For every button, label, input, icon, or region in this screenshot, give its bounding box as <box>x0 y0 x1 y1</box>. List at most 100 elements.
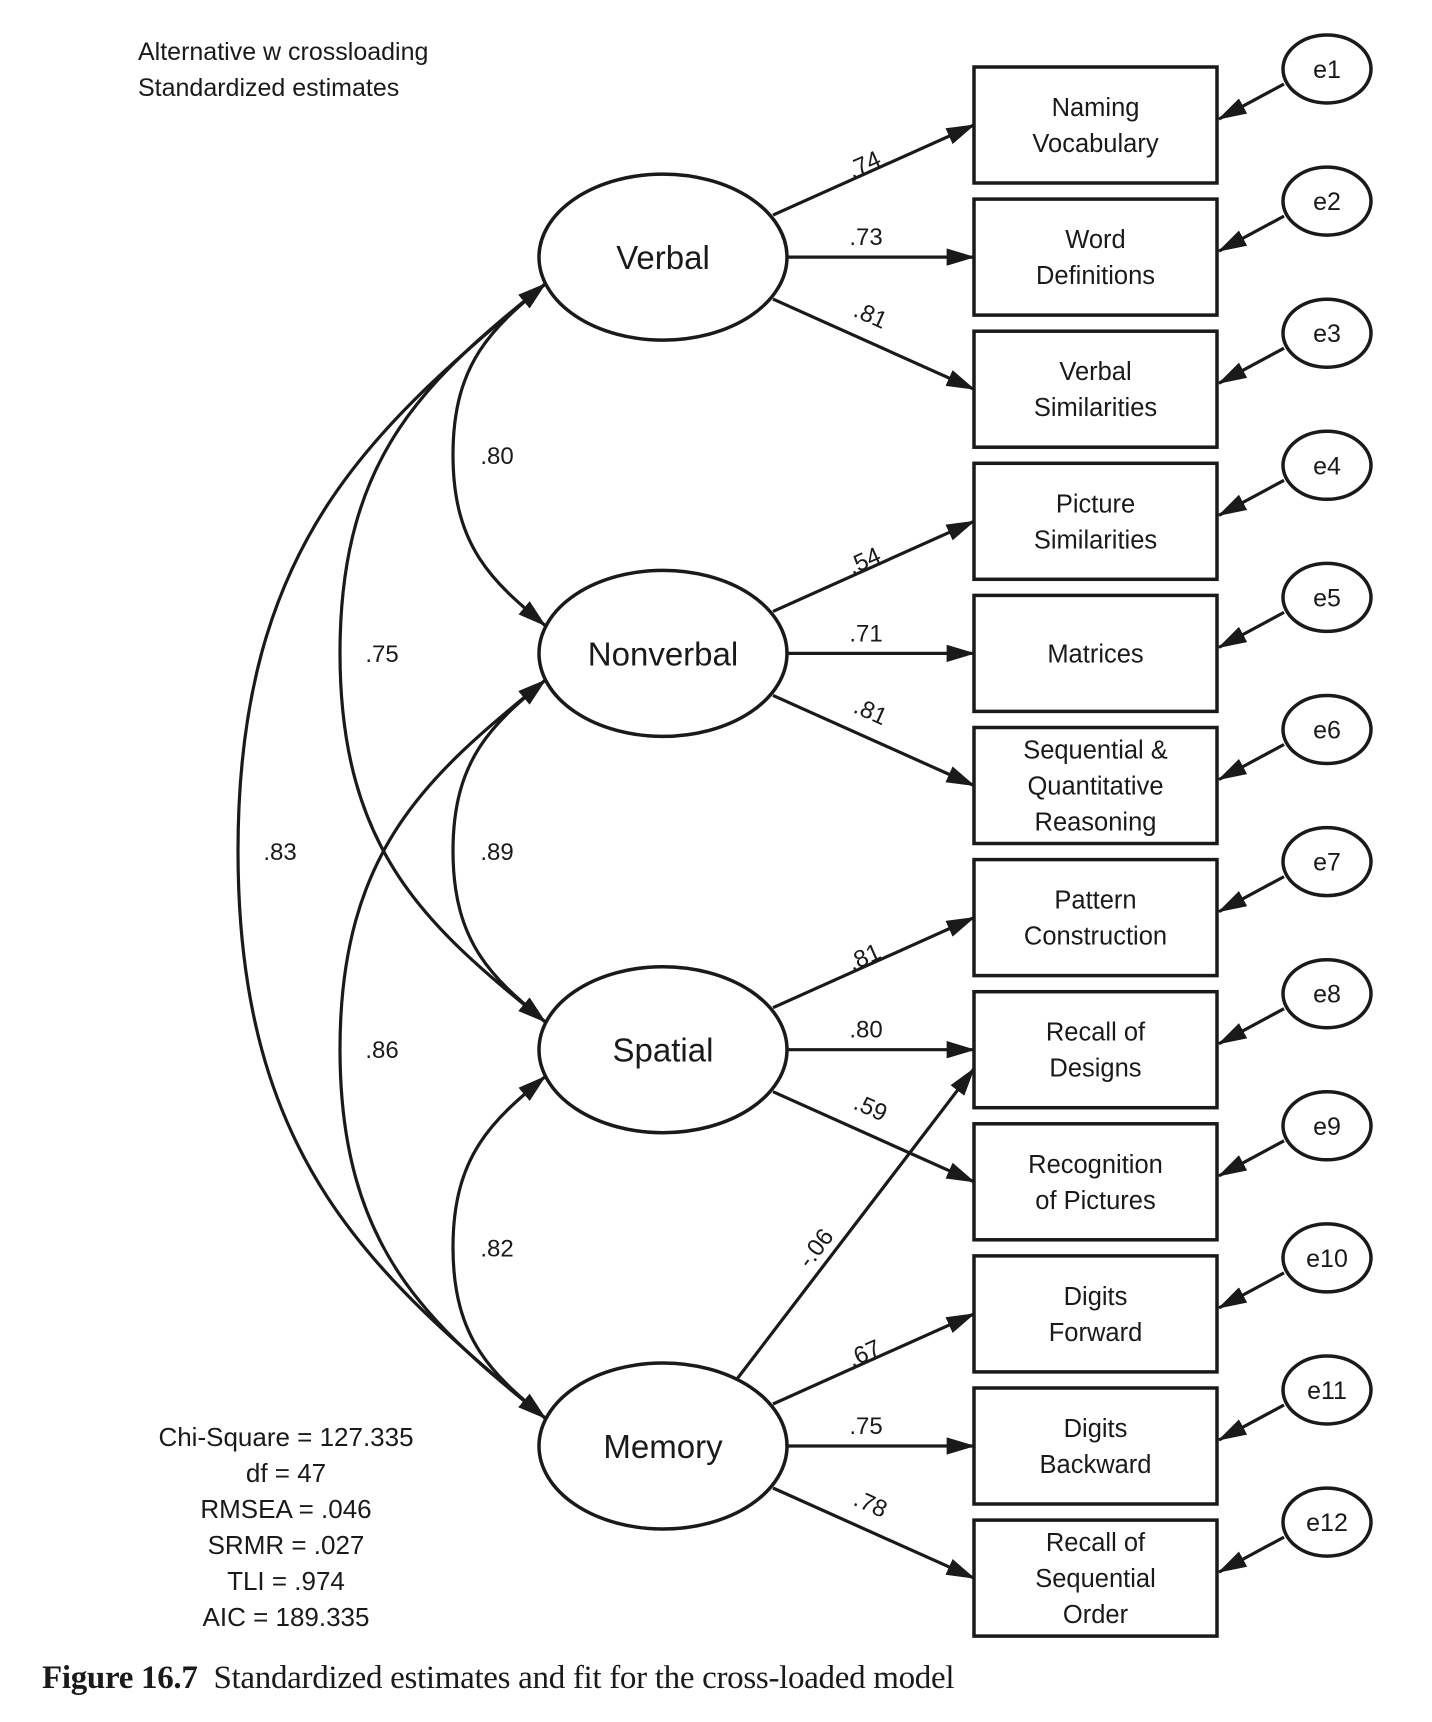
error-e9: e9 <box>1217 1090 1373 1178</box>
loading-value: .54 <box>844 542 885 580</box>
loading-value: .78 <box>850 1485 891 1523</box>
error-e10: e10 <box>1217 1222 1373 1310</box>
loading-arrow <box>772 1486 976 1580</box>
error-ellipse <box>1281 1222 1373 1294</box>
observed-box <box>972 1386 1219 1506</box>
observed-label: Recognition <box>1028 1151 1163 1179</box>
error-arrow <box>1217 875 1285 914</box>
loading-arrow <box>772 693 976 787</box>
fit-statistic: AIC = 189.335 <box>203 1602 370 1632</box>
loading-arrow <box>772 1312 976 1406</box>
error-arrow <box>1217 346 1285 385</box>
fit-statistic: RMSEA = .046 <box>200 1494 371 1524</box>
error-arrow <box>1217 478 1285 517</box>
covariance-value: .83 <box>263 839 296 866</box>
error-arrow <box>1217 1403 1285 1442</box>
loading-arrow <box>772 123 976 217</box>
observed-box <box>972 1254 1219 1374</box>
fit-statistic: Chi-Square = 127.335 <box>158 1422 413 1452</box>
observed-matrices: Matrices <box>972 593 1219 714</box>
error-ellipse <box>1281 33 1373 105</box>
loading-memory-digits-forward: .67 <box>772 1312 976 1406</box>
observed-label: Vocabulary <box>1032 130 1158 158</box>
error-e7: e7 <box>1217 825 1373 914</box>
error-e2: e2 <box>1217 165 1373 253</box>
covariance-value: .86 <box>365 1037 398 1064</box>
latent-nonverbal: Nonverbal <box>537 568 789 739</box>
loading-value: .73 <box>849 224 882 251</box>
error-e11: e11 <box>1217 1354 1373 1442</box>
figure-caption: Figure 16.7 Standardized estimates and f… <box>42 1660 955 1697</box>
error-label: e10 <box>1306 1245 1348 1273</box>
fit-statistic: df = 47 <box>246 1458 326 1488</box>
observed-label: Construction <box>1024 923 1167 951</box>
covariance-value: .82 <box>480 1235 513 1262</box>
error-label: e6 <box>1313 717 1341 745</box>
observed-label: Quantitative <box>1027 773 1163 801</box>
loading-value: .59 <box>850 1089 891 1127</box>
covariance-verbal-nonverbal: .80 <box>451 282 547 627</box>
error-label: e7 <box>1313 849 1341 877</box>
loading-arrow <box>772 519 976 613</box>
covariance-arrow <box>451 282 547 627</box>
covariance-value: .89 <box>480 839 513 866</box>
loading-memory-digits-backward: .75 <box>787 1413 976 1455</box>
latent-label: Nonverbal <box>588 635 738 672</box>
error-label: e9 <box>1313 1113 1341 1141</box>
covariance-arrow <box>236 282 547 1420</box>
factor-loading-paths: .74.73.81.54.71.81.81.80.59-.06.67.75.78 <box>735 123 976 1580</box>
covariance-paths: .80.75 .83 .89 .86 .82 <box>236 282 547 1420</box>
error-arrow <box>1217 1007 1285 1046</box>
observed-label: Digits <box>1064 1415 1128 1443</box>
error-e3: e3 <box>1217 297 1373 385</box>
observed-box <box>972 989 1219 1110</box>
error-label: e2 <box>1313 188 1341 216</box>
covariance-spatial-memory: .82 <box>451 1075 547 1420</box>
error-arrow <box>1217 1535 1285 1574</box>
error-label: e4 <box>1313 452 1341 480</box>
figure-label: Figure 16.7 <box>42 1660 198 1696</box>
loading-value: .74 <box>844 146 885 184</box>
error-terms: e1 e2 e3 e4 e5 e6 e7 e8 e9 e10 e11 e12 <box>1217 33 1373 1574</box>
fit-statistic: SRMR = .027 <box>208 1530 365 1560</box>
figure-caption-text: Standardized estimates and fit for the c… <box>213 1660 955 1696</box>
error-e4: e4 <box>1217 429 1373 517</box>
error-e6: e6 <box>1217 693 1373 781</box>
error-e5: e5 <box>1217 561 1373 649</box>
covariance-arrow <box>451 1075 547 1420</box>
observed-box <box>972 1122 1219 1242</box>
error-e8: e8 <box>1217 957 1373 1046</box>
error-label: e11 <box>1307 1377 1347 1405</box>
observed-recognition-of-pictures: Recognition of Pictures <box>972 1122 1219 1242</box>
observed-box <box>972 593 1219 714</box>
loading-verbal-naming-vocabulary: .74 <box>772 123 976 217</box>
latent-label: Verbal <box>616 239 710 276</box>
error-ellipse <box>1281 297 1373 369</box>
loading-arrow <box>772 1090 976 1184</box>
loading-arrow <box>772 297 976 391</box>
loading-value: -.06 <box>793 1224 840 1273</box>
observed-box <box>972 725 1219 846</box>
error-ellipse <box>1281 1354 1373 1426</box>
observed-label: Matrices <box>1047 640 1143 668</box>
error-arrow <box>1217 82 1285 121</box>
observed-label: of Pictures <box>1035 1187 1155 1215</box>
error-label: e1 <box>1313 56 1341 84</box>
loading-value: .75 <box>849 1413 882 1440</box>
observed-label: Forward <box>1049 1319 1143 1347</box>
model-header: Alternative w crossloading Standardized … <box>138 38 428 102</box>
covariance-verbal-memory: .83 <box>236 282 547 1420</box>
fit-statistic: TLI = .974 <box>227 1566 345 1596</box>
covariance-nonverbal-memory: .86 <box>338 679 547 1420</box>
model-title: Alternative w crossloading <box>138 38 428 66</box>
latent-memory: Memory <box>537 1361 789 1531</box>
observed-label: Word <box>1065 226 1125 254</box>
error-e12: e12 <box>1217 1486 1373 1574</box>
covariance-verbal-spatial: .75 <box>338 282 547 1023</box>
